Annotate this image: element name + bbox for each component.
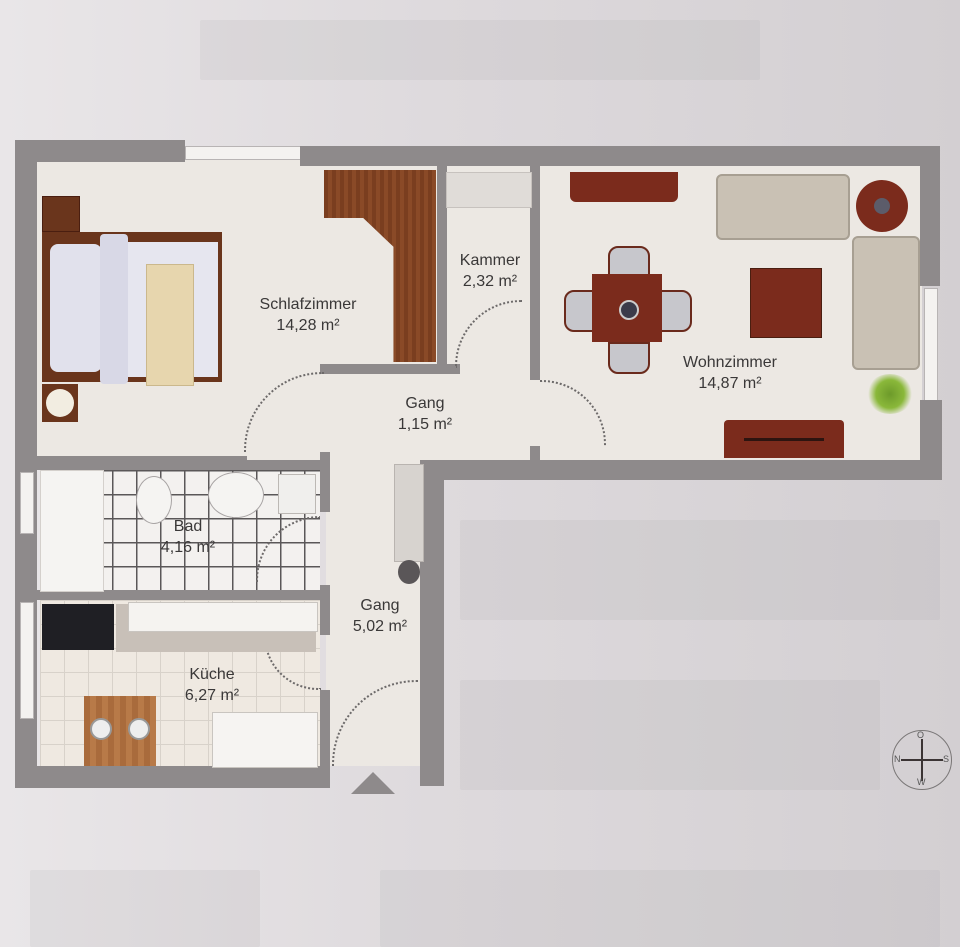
room-label-gang: Gang 1,15 m² — [375, 393, 475, 435]
wall — [420, 460, 444, 786]
sink-icon — [208, 472, 264, 518]
room-label-wohnzimmer: Wohnzimmer 14,87 m² — [650, 352, 810, 394]
sofa-icon — [716, 174, 850, 240]
background-text-block — [460, 680, 880, 790]
room-area: 4,16 m² — [160, 539, 216, 556]
wall — [920, 400, 942, 478]
wall — [424, 460, 942, 480]
window[interactable] — [20, 472, 34, 534]
nightstand-icon — [42, 384, 78, 422]
dining-table-icon — [564, 246, 692, 374]
compass-east: S — [943, 754, 950, 764]
room-label-gang2: Gang 5,02 m² — [330, 595, 430, 637]
compass-north: O — [917, 730, 925, 740]
toilet-icon — [136, 476, 172, 524]
cabinet-icon — [278, 474, 316, 514]
kitchen-table-icon — [84, 696, 156, 766]
wall — [320, 364, 460, 374]
room-label-kammer: Kammer 2,32 m² — [440, 250, 540, 292]
background-text-block — [30, 870, 260, 947]
compass-west: N — [894, 754, 901, 764]
wall — [530, 166, 540, 380]
room-label-bad: Bad 4,16 m² — [138, 516, 238, 558]
room-name: Gang — [405, 395, 445, 412]
room-name: Wohnzimmer — [683, 354, 777, 371]
room-area: 6,27 m² — [184, 687, 240, 704]
room-area: 1,15 m² — [397, 416, 453, 433]
wall — [437, 166, 447, 372]
shelf-icon — [446, 172, 532, 208]
sink-kitchen-icon — [42, 604, 114, 650]
sofa-icon — [852, 236, 920, 370]
wall — [530, 446, 540, 466]
wall — [37, 590, 330, 600]
room-area: 2,32 m² — [462, 273, 518, 290]
window[interactable] — [185, 146, 302, 160]
wall — [37, 460, 330, 470]
wall — [15, 140, 37, 470]
fridge-icon — [212, 712, 318, 768]
room-name: Küche — [189, 666, 235, 683]
tv-stand-icon — [724, 420, 844, 458]
wall — [15, 140, 185, 162]
window[interactable] — [20, 602, 34, 719]
wall — [15, 766, 330, 788]
wall — [320, 690, 330, 768]
window[interactable] — [924, 288, 938, 402]
background-text-block — [200, 20, 760, 80]
entrance-arrow-icon — [351, 772, 395, 794]
wardrobe-gang-icon — [394, 464, 424, 562]
room-area: 5,02 m² — [352, 618, 408, 635]
wall — [300, 146, 940, 166]
room-area: 14,87 m² — [698, 375, 762, 392]
background-text-block — [380, 870, 940, 947]
room-area: 14,28 m² — [276, 317, 340, 334]
plant-icon — [866, 374, 914, 414]
wall — [320, 585, 330, 635]
stove-icon — [128, 602, 318, 632]
bed-icon — [42, 232, 222, 386]
room-name: Schlafzimmer — [259, 296, 357, 313]
coffee-table-icon — [750, 268, 822, 338]
room-name: Kammer — [459, 252, 521, 269]
nightstand-icon — [42, 196, 80, 232]
compass-south: W — [917, 777, 926, 787]
compass-icon: O S W N — [892, 730, 952, 790]
wall — [320, 452, 330, 512]
room-name: Bad — [173, 518, 203, 535]
room-label-schlafzimmer: Schlafzimmer 14,28 m² — [228, 294, 388, 336]
bathtub-icon — [40, 470, 104, 592]
background-text-block — [460, 520, 940, 620]
wall — [920, 146, 940, 286]
floor-gang — [320, 372, 540, 462]
plant-gang-icon — [398, 560, 420, 584]
room-label-kueche: Küche 6,27 m² — [162, 664, 262, 706]
side-table-icon — [856, 180, 908, 232]
sideboard-icon — [570, 172, 678, 202]
room-name: Gang — [360, 597, 400, 614]
